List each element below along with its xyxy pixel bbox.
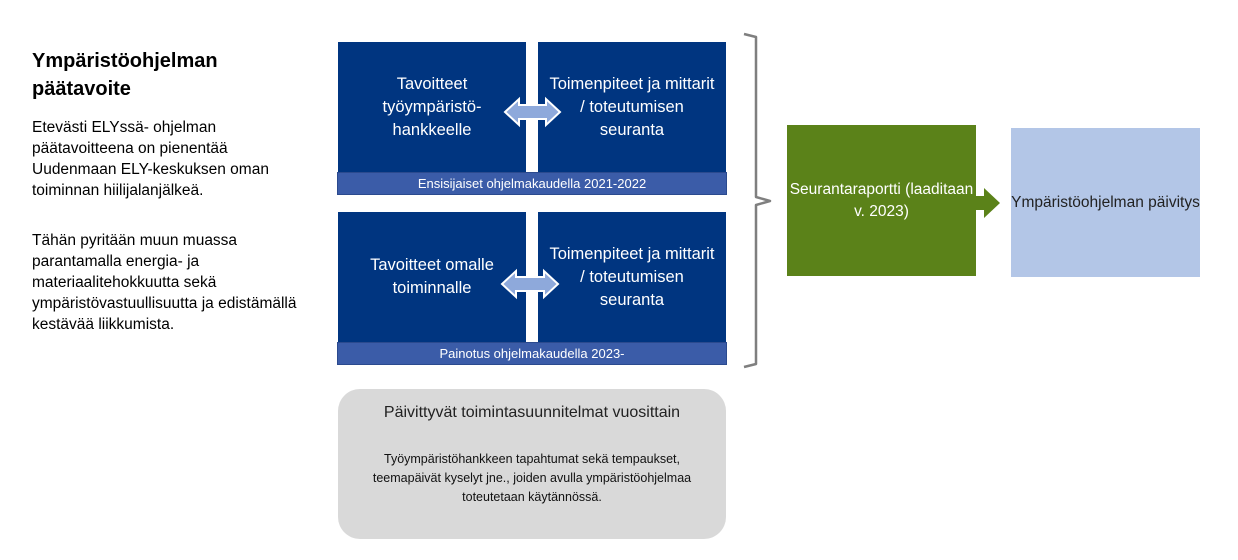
- period-band-label-2: Painotus ohjelmakaudella 2023-: [439, 346, 625, 361]
- main-goal-title: Ympäristöohjelman päätavoite: [32, 50, 218, 100]
- goals-own-operations-box: Tavoitteet omalle toiminnalle: [338, 212, 526, 342]
- period-band-2023: Painotus ohjelmakaudella 2023-: [337, 342, 727, 365]
- double-arrow-icon: [500, 268, 560, 300]
- monitoring-report-box: Seurantaraportti (laaditaan v. 2023): [787, 125, 976, 276]
- bracket-icon: [743, 32, 772, 369]
- program-update-box: Ympäristöohjelman päivitys: [1011, 128, 1200, 277]
- arrow-right-icon: [976, 188, 1000, 218]
- goals-work-environment-box: Tavoitteet työympäristö-hankkeelle: [338, 42, 526, 172]
- goals-own-operations-label: Tavoitteet omalle toiminnalle: [370, 256, 494, 297]
- measures-box-1: Toimenpiteet ja mittarit / toteutumisen …: [538, 42, 726, 172]
- period-band-label-1: Ensisijaiset ohjelmakaudella 2021-2022: [417, 176, 647, 191]
- period-band-2021-2022: Ensisijaiset ohjelmakaudella 2021-2022: [337, 172, 727, 195]
- action-plans-title: Päivittyvät toimintasuunnitelmat vuositt…: [383, 404, 681, 421]
- double-arrow-icon: [503, 96, 562, 128]
- goals-work-environment-label: Tavoitteet työympäristö-hankkeelle: [382, 74, 482, 139]
- method-paragraph: Tähän pyritään muun muassa parantamalla …: [32, 232, 297, 333]
- main-goal-paragraph: Etevästi ELYssä- ohjelman päätavoitteena…: [32, 119, 269, 199]
- measures-label-2: Toimenpiteet ja mittarit / toteutumisen …: [549, 244, 715, 309]
- program-update-label: Ympäristöohjelman päivitys: [1011, 193, 1200, 211]
- measures-box-2: Toimenpiteet ja mittarit / toteutumisen …: [538, 212, 726, 342]
- action-plans-text: Työympäristöhankkeen tapahtumat sekä tem…: [372, 452, 692, 504]
- monitoring-report-label: Seurantaraportti (laaditaan v. 2023): [789, 180, 974, 220]
- measures-label-1: Toimenpiteet ja mittarit / toteutumisen …: [549, 74, 715, 139]
- action-plans-box: [338, 389, 726, 539]
